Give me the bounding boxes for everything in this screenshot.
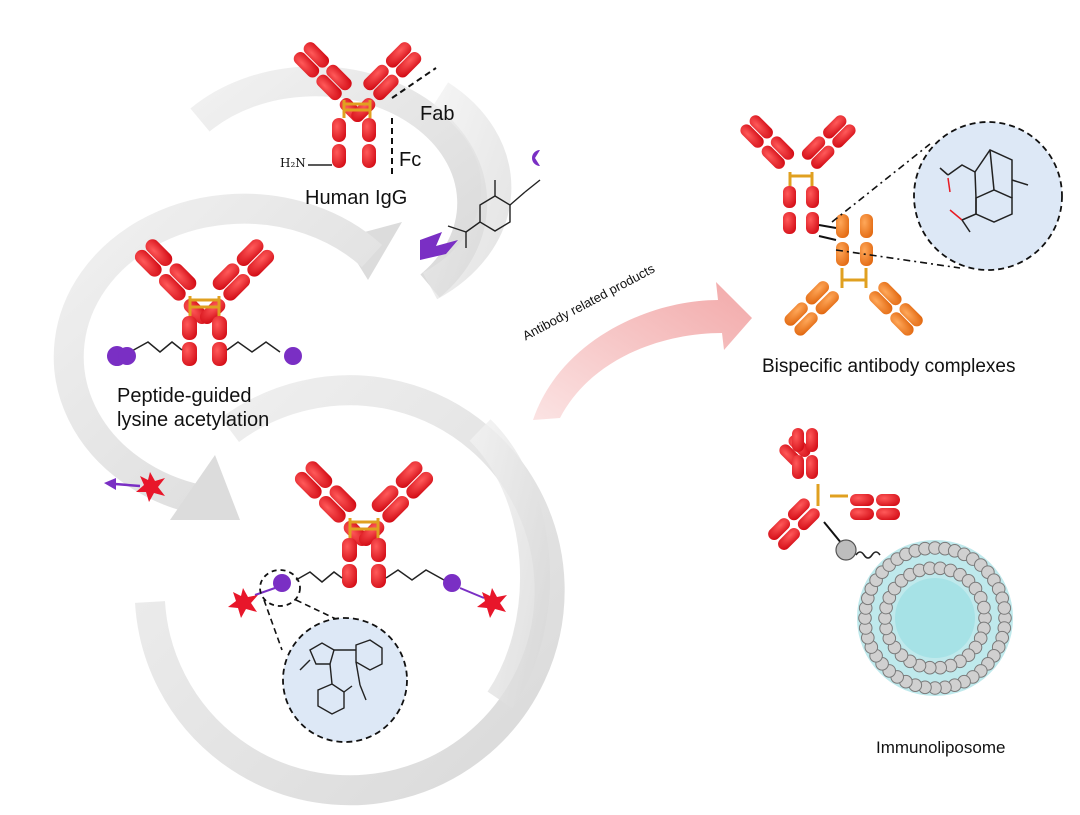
purple-peptide-left bbox=[118, 347, 136, 365]
igg-middle bbox=[107, 239, 302, 367]
bispecific-label: Bispecific antibody complexes bbox=[762, 356, 1016, 377]
middle-cycle-ring bbox=[53, 193, 383, 520]
acetyl-linkers bbox=[129, 341, 281, 353]
dye-reagent-left bbox=[104, 472, 165, 502]
lipid-head bbox=[977, 600, 991, 615]
liposome-lumen bbox=[895, 578, 975, 658]
lipid-head bbox=[997, 601, 1012, 615]
pyridazine-inset bbox=[913, 121, 1063, 271]
igg-top bbox=[293, 42, 437, 178]
h2n-label: H₂N bbox=[280, 156, 306, 170]
ring-arrowhead-middle bbox=[170, 455, 240, 520]
dye-star-left bbox=[228, 588, 258, 618]
peptide-guided-label-line2: lysine acetylation bbox=[117, 409, 270, 431]
peptide-guided-label-line1: Peptide-guided bbox=[117, 385, 252, 407]
fab-label: Fab bbox=[420, 103, 455, 125]
immunoliposome-figure bbox=[768, 428, 1013, 696]
immunoliposome-label: Immunoliposome bbox=[876, 738, 1006, 757]
fab-fc-brackets bbox=[391, 67, 437, 178]
fc-label: Fc bbox=[399, 149, 422, 171]
products-arrow bbox=[533, 282, 752, 420]
bottom-cycle-ring bbox=[135, 375, 565, 806]
acetyl-donor-reagent bbox=[447, 179, 541, 248]
purple-peptide-labeled-right bbox=[443, 574, 461, 592]
purple-peptide-right bbox=[284, 347, 302, 365]
human-igg-label: Human IgG bbox=[305, 187, 408, 209]
purple-peptide-labeled-left bbox=[273, 574, 291, 592]
igg-bottom bbox=[228, 461, 507, 743]
bispecific-complex bbox=[740, 115, 1063, 336]
lipid-bilayer bbox=[857, 540, 1013, 696]
zoom-circle-small bbox=[259, 569, 301, 607]
pyridazine-structure bbox=[939, 149, 1029, 233]
triazole-inset bbox=[282, 617, 408, 743]
triazole-structure bbox=[299, 639, 383, 715]
purple-peptide-binder bbox=[420, 150, 540, 260]
dye-star-right bbox=[477, 588, 507, 618]
